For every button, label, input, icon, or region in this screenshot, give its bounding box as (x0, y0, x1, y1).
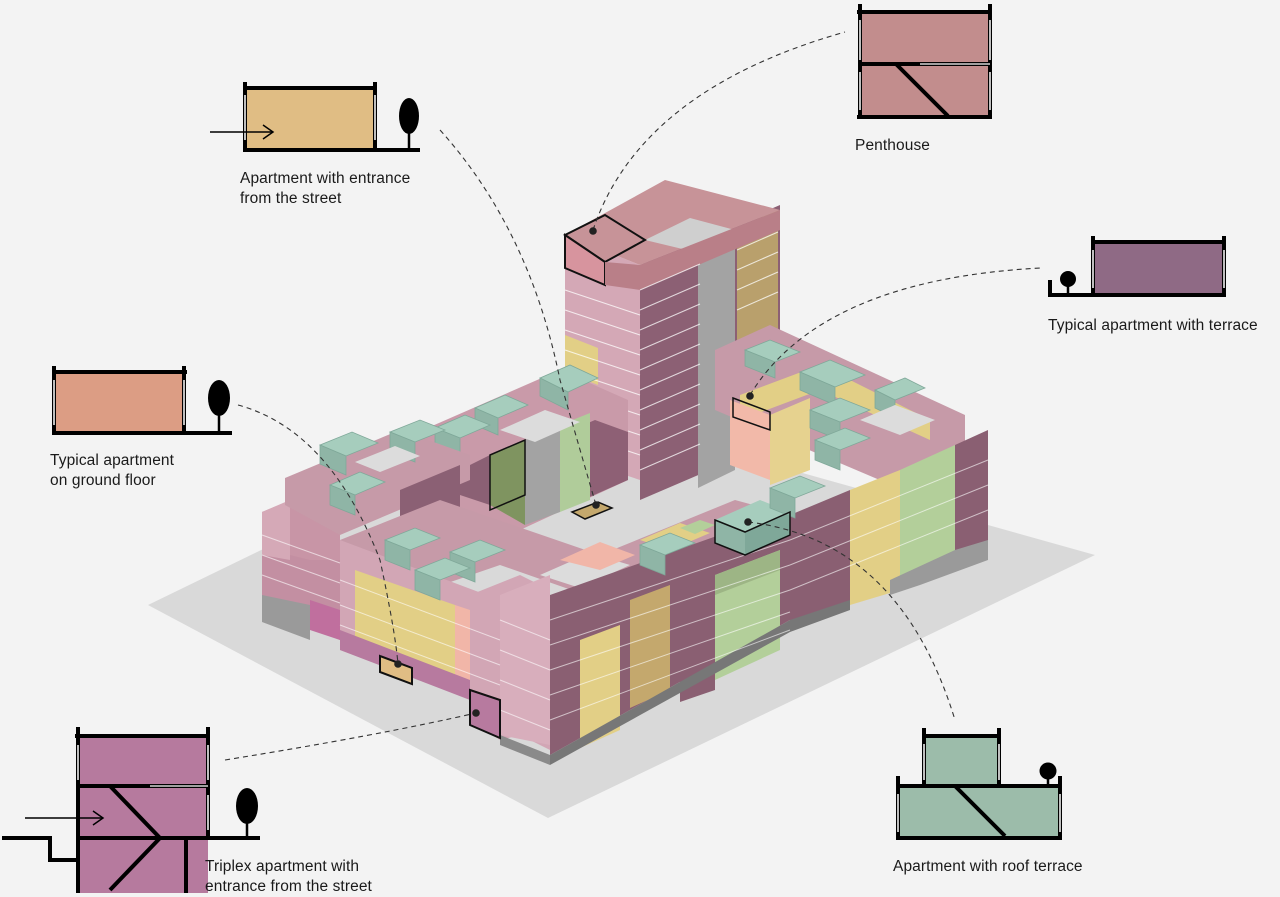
label-line: Apartment with entrance (240, 170, 411, 187)
dot-terrace (746, 392, 754, 400)
leader-ground (237, 404, 399, 665)
label-line: Typical apartment (50, 452, 175, 469)
label-line: Penthouse (855, 137, 931, 154)
ground-section-icon (52, 366, 232, 435)
label-roof-terrace-apartment: Apartment with roof terrace (893, 857, 1083, 877)
label-line: Typical apartment with terrace (1048, 317, 1258, 334)
label-line: entrance from the street (205, 878, 372, 895)
south-wing (261, 427, 989, 765)
label-penthouse: Penthouse (855, 136, 930, 156)
terrace-section-icon (1048, 236, 1226, 297)
penthouse-section-icon (857, 4, 992, 119)
leader-triplex (224, 712, 477, 761)
tower-yellow-column (737, 210, 778, 348)
label-entrance-apartment: Apartment with entrance from the street (240, 169, 410, 209)
outline-terrace-unit (732, 396, 771, 432)
dot-penthouse (589, 227, 597, 235)
outline-roof-unit (714, 510, 791, 556)
outline-triplex-unit (469, 688, 501, 740)
label-ground-floor-apartment: Typical apartment on ground floor (50, 451, 174, 491)
label-triplex-apartment: Triplex apartment with entrance from the… (205, 857, 372, 897)
label-line: on ground floor (50, 472, 156, 489)
dot-roof (744, 518, 752, 526)
label-terrace-apartment: Typical apartment with terrace (1048, 316, 1258, 336)
tower-top-core (645, 218, 735, 252)
west-wing (262, 419, 470, 640)
leader-entrance (439, 129, 597, 506)
leader-roof (747, 521, 956, 721)
east-wing (715, 325, 965, 495)
label-line: Apartment with roof terrace (893, 858, 1083, 875)
dot-ground (394, 660, 402, 668)
outline-north-unit (489, 438, 526, 512)
leader-penthouse (592, 31, 846, 231)
dot-triplex (472, 709, 480, 717)
triplex-section-icon (2, 727, 260, 893)
dot-entrance (592, 501, 600, 509)
label-line: from the street (240, 190, 342, 207)
outline-courtyard-unit (570, 501, 614, 520)
entrance-section-icon (210, 82, 420, 152)
label-line: Triplex apartment with (205, 858, 360, 875)
tower-top-band (605, 210, 780, 290)
roof-section-icon (896, 728, 1062, 840)
leader-terrace (749, 267, 1041, 396)
leader-lines (224, 31, 1041, 761)
